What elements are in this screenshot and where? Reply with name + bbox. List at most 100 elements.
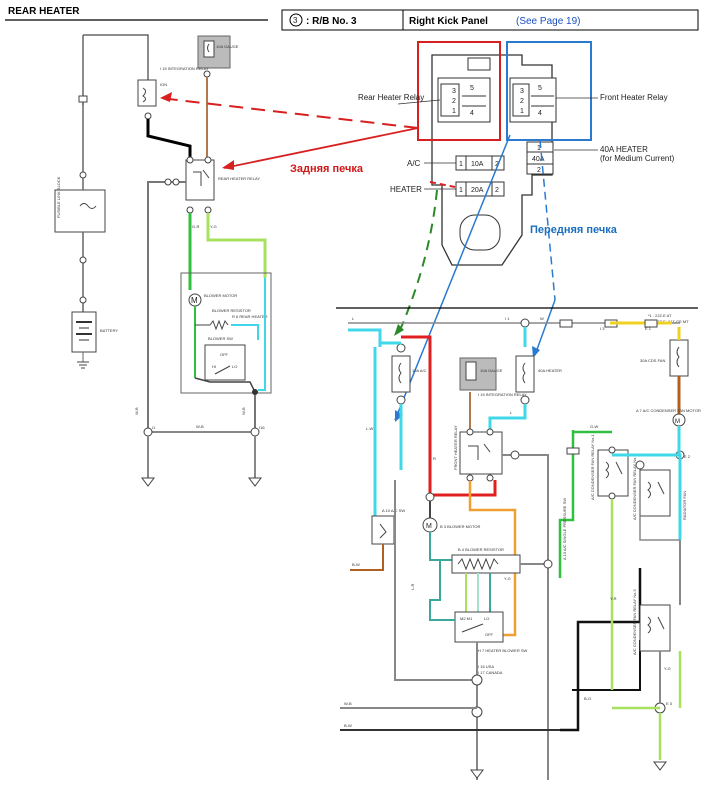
wire-label-w-top: W — [540, 316, 544, 321]
fuse-heater-value: 20A — [471, 187, 484, 194]
sw-lo-right: LO — [484, 616, 489, 621]
rear-relay-callout: Rear Heater Relay — [358, 93, 424, 102]
wire-label-wb-r1: W-B — [344, 701, 352, 706]
sw-mhi-label: M2 M1 — [460, 616, 473, 621]
canada-label: I 17 CANADA — [478, 670, 503, 675]
wire-label-lr-right: L-R — [410, 583, 415, 590]
wire-label-l-1: L — [510, 410, 513, 415]
wire-label-yg-right: Y-G — [664, 666, 671, 671]
fuse-40a-value: 40A — [532, 156, 545, 163]
ac-single-pressure-label: A 13 A/C SINGLE PRESSURE SW — [562, 498, 567, 560]
rear-pin4: 4 — [470, 110, 474, 117]
wire-label-gr: G-R — [192, 224, 199, 229]
rb-title: : R/B No. 3 — [306, 16, 357, 27]
gauge-fuse-right: 10A GAUGE — [480, 368, 503, 373]
fuse-ac-pin1: 1 — [459, 161, 463, 168]
conn-i16: I16 — [259, 425, 265, 430]
fusible-link-label: FUSIBLE LINK BLOCK — [56, 176, 61, 218]
sw-hi-label: HI — [212, 364, 216, 369]
radiator-fan-label: RADIATOR FAN — [682, 491, 687, 520]
sw-off-right: OFF — [485, 632, 494, 637]
front-heater-panel: *1 : 2JZ-E AT *2 : 2JZ-E, 2JZ-GE MT L W … — [336, 307, 701, 780]
fuse-40a-pin2: 2 — [537, 167, 541, 174]
integration-relay-label: I 15 INTEGRATION RELAY — [160, 66, 209, 71]
heater-blower-sw-label: H 7 HEATER BLOWER SW — [478, 648, 527, 653]
fuse-ac-value: 10A — [471, 161, 484, 168]
wire-label-wb: W-B — [196, 424, 204, 429]
wire-label-gw: G-W — [590, 424, 598, 429]
wire-label-bw-1: B-W — [352, 562, 360, 567]
condenser-relay2-label: A/C CONDENSER FAN RELAY No.2 — [632, 454, 637, 520]
see-page-link[interactable]: (See Page 19) — [516, 16, 581, 27]
front-relay-callout: Front Heater Relay — [600, 93, 668, 102]
front-heater-annotation: Передняя печка — [530, 224, 618, 236]
blower-resistor-label: BLOWER RESISTOR — [212, 308, 251, 313]
wire-label-l-top: L — [352, 316, 355, 321]
svg-text:M: M — [675, 419, 680, 425]
panel-title: REAR HEATER — [8, 6, 80, 17]
front-pin3: 3 — [520, 88, 524, 95]
front-pin2: 2 — [520, 98, 524, 105]
cds-fan-label: 30A CDS FAN — [640, 358, 665, 363]
fuse-ac-pin2: 2 — [495, 161, 499, 168]
conn-i3-right: I 3 — [600, 326, 605, 331]
condenser-motor-label: A 7 A/C CONDENSER FAN MOTOR — [636, 408, 701, 413]
rb-number: 3 — [293, 16, 298, 25]
wire-label-yg: Y-G — [210, 224, 217, 229]
sw-lo-label: LO — [232, 364, 237, 369]
front-pin4: 4 — [538, 110, 542, 117]
location-header: 3 : R/B No. 3 Right Kick Panel (See Page… — [281, 9, 699, 31]
medium-current-note: (for Medium Current) — [600, 154, 675, 163]
fuse-heater-pin1: 1 — [459, 187, 463, 194]
usa-label: I 16 USA — [478, 664, 494, 669]
conn-e1: E 1 — [645, 326, 652, 331]
rb-location: Right Kick Panel — [409, 16, 488, 27]
conn-e3: E 3 — [666, 701, 673, 706]
blower-motor-right: B 3 BLOWER MOTOR — [440, 524, 480, 529]
rear-pin3: 3 — [452, 88, 456, 95]
sw-off-label: OFF — [220, 352, 229, 357]
wire-label-wb-v2: W-B — [241, 407, 246, 415]
wire-label-bo: B-O — [584, 696, 591, 701]
blower-sw-label: BLOWER SW — [208, 336, 233, 341]
wire-label-yr: Y-R — [610, 596, 617, 601]
wire-label-yg-b4: Y-G — [504, 576, 511, 581]
conn-i1: I1 — [152, 425, 156, 430]
rear-heater-panel: REAR HEATER FUSIBLE LINK BLOCK BATTERY 1… — [5, 6, 272, 487]
wire-label-r-right: R — [433, 456, 436, 461]
front-pin5: 5 — [538, 85, 542, 92]
fuse-heater-pin2: 2 — [495, 187, 499, 194]
rear-pin5: 5 — [470, 85, 474, 92]
condenser-relay1-label: A/C CONDENSER FAN RELAY No.1 — [590, 434, 595, 500]
rear-heater-unit-label: R 6 REAR HEATER — [232, 314, 268, 319]
fuse-40a-right: 40A HEATER — [538, 368, 562, 373]
rear-heater-annotation: Задняя печка — [290, 163, 364, 175]
wire-label-lw: L-W — [366, 426, 374, 431]
condenser-relay3-label: A/C CONDENSER FAN RELAY No.3 — [632, 589, 637, 655]
heater-40a-callout: 40A HEATER — [600, 145, 648, 154]
blower-resistor-right: B 4 BLOWER RESISTOR — [458, 547, 504, 552]
heater-callout: HEATER — [390, 185, 422, 194]
fuse-40a-pin1: 1 — [537, 145, 541, 152]
ac-sw-label: A 10 A/C SW — [382, 508, 405, 513]
rear-pin1: 1 — [452, 108, 456, 115]
relay-block: 3 2 1 5 4 3 2 1 5 4 1 10A 2 1 20A 2 1 40… — [358, 41, 675, 266]
wire-label-bw-r2: B-W — [344, 723, 352, 728]
front-pin1: 1 — [520, 108, 524, 115]
gauge-fuse-label: 10A GAUGE — [216, 44, 239, 49]
rear-pin2: 2 — [452, 98, 456, 105]
wire-label-wb-v1: W-B — [134, 407, 139, 415]
integration-relay-right: I 15 INTEGRATION RELAY — [478, 392, 527, 397]
battery-label: BATTERY — [100, 328, 118, 333]
front-relay-right-label: FRONT HEATER RELAY — [453, 425, 458, 470]
rear-relay-label: REAR HEATER RELAY — [218, 176, 260, 181]
note-1: *1 : 2JZ-E AT — [648, 313, 672, 318]
fuse-ign-label: IGN — [160, 82, 167, 87]
conn-i1-right: I 1 — [505, 316, 510, 321]
svg-text:M: M — [426, 523, 432, 530]
conn-e2: E 2 — [684, 454, 691, 459]
ac-callout: A/C — [407, 159, 421, 168]
blower-motor-label: BLOWER MOTOR — [204, 293, 237, 298]
svg-text:M: M — [191, 296, 198, 305]
